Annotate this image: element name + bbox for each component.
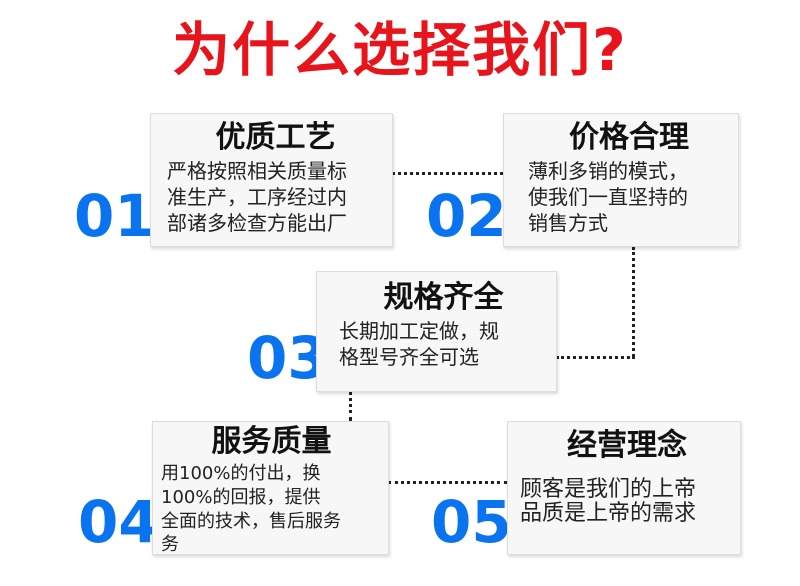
card-line: 准生产，工序经过内 — [167, 185, 347, 209]
card-heading: 优质工艺 — [215, 120, 336, 155]
item-number-04: 04 — [78, 488, 159, 556]
card-line: 销售方式 — [528, 211, 608, 235]
item-number-02: 02 — [426, 182, 507, 250]
card-line: 全面的技术，售后服务 — [161, 511, 341, 532]
card-line: 100%的回报，提供 — [161, 487, 321, 508]
card-line: 用100%的付出，换 — [161, 463, 321, 484]
card-heading: 价格合理 — [569, 120, 689, 155]
feature-card-business-philosophy: 经营理念 顾客是我们的上帝 品质是上帝的需求 — [507, 421, 741, 555]
connector-2-3-horizontal — [556, 356, 635, 359]
card-line: 格型号齐全可选 — [339, 345, 479, 369]
feature-card-service-quality: 服务质量 用100%的付出，换 100%的回报，提供 全面的技术，售后服务 务 — [152, 421, 389, 555]
feature-card-reasonable-price: 价格合理 薄利多销的模式， 使我们一直坚持的 销售方式 — [503, 113, 739, 247]
connector-1-2 — [392, 172, 503, 175]
feature-card-complete-specs: 规格齐全 长期加工定做，规 格型号齐全可选 — [316, 271, 557, 392]
card-line: 顾客是我们的上帝 — [520, 477, 697, 502]
card-line: 品质是上帝的需求 — [520, 501, 697, 526]
card-line: 使我们一直坚持的 — [528, 185, 688, 209]
connector-4-5 — [388, 481, 507, 484]
feature-card-quality-craft: 优质工艺 严格按照相关质量标 准生产，工序经过内 部诸多检查方能出厂 — [150, 113, 393, 247]
card-line: 薄利多销的模式， — [528, 159, 688, 183]
card-heading: 服务质量 — [211, 424, 332, 459]
card-line: 严格按照相关质量标 — [167, 159, 347, 183]
card-heading: 规格齐全 — [383, 280, 504, 315]
card-heading: 经营理念 — [567, 428, 687, 463]
connector-3-4 — [349, 391, 352, 421]
item-number-01: 01 — [74, 182, 155, 250]
page-title: 为什么选择我们? — [172, 16, 628, 84]
connector-2-3-vertical — [632, 247, 635, 357]
item-number-03: 03 — [247, 324, 328, 392]
card-line: 长期加工定做，规 — [339, 319, 499, 343]
card-line: 部诸多检查方能出厂 — [167, 211, 347, 235]
item-number-05: 05 — [431, 488, 512, 556]
card-line: 务 — [161, 534, 179, 555]
